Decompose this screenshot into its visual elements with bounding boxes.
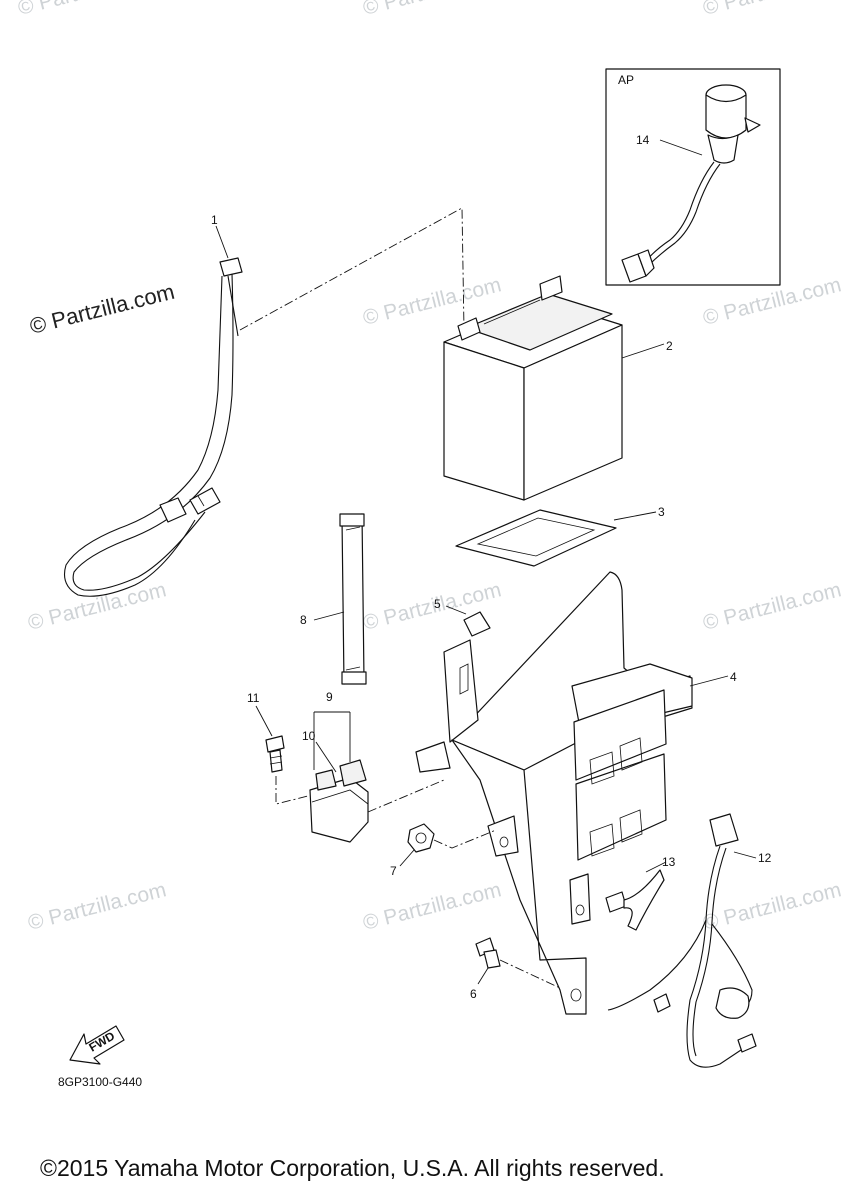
bolt-part-11 bbox=[265, 735, 285, 773]
fwd-arrow-icon: FWD bbox=[69, 1025, 125, 1065]
watermark: © Partzilla.com bbox=[361, 0, 504, 20]
callout-5: 5 bbox=[434, 597, 441, 611]
leader-1 bbox=[215, 225, 229, 259]
wire-harness-part-1 bbox=[63, 257, 243, 597]
callout-6: 6 bbox=[470, 987, 477, 1001]
bolt-part-6 bbox=[475, 937, 501, 969]
callout-9: 9 bbox=[326, 690, 333, 704]
battery-part-2 bbox=[443, 275, 623, 501]
connection-line-7 bbox=[433, 829, 497, 849]
sub-harness-part-12 bbox=[607, 813, 757, 1068]
leader-11 bbox=[255, 705, 273, 737]
connection-line-9-4 bbox=[367, 779, 445, 813]
leader-6 bbox=[477, 967, 489, 985]
watermark: © Partzilla.com bbox=[16, 0, 159, 20]
copyright-notice: ©2015 Yamaha Motor Corporation, U.S.A. A… bbox=[40, 1155, 665, 1181]
leader-14 bbox=[659, 139, 703, 156]
partzilla-brand-watermark: © Partzilla.com bbox=[27, 279, 177, 339]
callout-4: 4 bbox=[730, 670, 737, 684]
leader-2 bbox=[621, 343, 665, 359]
leader-12 bbox=[733, 851, 757, 859]
leader-10 bbox=[315, 741, 337, 773]
battery-strap-part-8 bbox=[339, 513, 367, 685]
watermark: © Partzilla.com bbox=[361, 878, 504, 935]
nut-part-7 bbox=[407, 823, 435, 853]
callout-13: 13 bbox=[662, 855, 676, 869]
connection-line-6 bbox=[499, 959, 561, 989]
cable-tie-part-13 bbox=[605, 869, 665, 931]
accessory-socket-part bbox=[621, 84, 761, 283]
battery-pad-part-3 bbox=[455, 509, 617, 567]
starter-relay-part-9 bbox=[309, 759, 369, 843]
diagram-code: 8GP3100-G440 bbox=[58, 1075, 142, 1089]
inset-label: AP bbox=[618, 73, 634, 87]
callout-3: 3 bbox=[658, 505, 665, 519]
inset-ap: AP 14 bbox=[605, 68, 781, 286]
watermark: © Partzilla.com bbox=[26, 578, 169, 635]
callout-14: 14 bbox=[636, 133, 650, 147]
callout-10: 10 bbox=[302, 729, 316, 743]
leader-13 bbox=[645, 861, 667, 873]
callout-11: 11 bbox=[247, 691, 260, 705]
callout-1: 1 bbox=[211, 213, 218, 227]
connection-line-11 bbox=[275, 776, 317, 805]
leader-8 bbox=[313, 611, 345, 621]
callout-7: 7 bbox=[390, 864, 397, 878]
watermark: © Partzilla.com bbox=[701, 878, 843, 935]
callout-8: 8 bbox=[300, 613, 307, 627]
battery-box-part-4 bbox=[415, 571, 693, 1015]
leader-4 bbox=[689, 675, 729, 687]
leader-7 bbox=[399, 849, 415, 867]
watermark: © Partzilla.com bbox=[701, 578, 843, 635]
callout-2: 2 bbox=[666, 339, 673, 353]
callout-12: 12 bbox=[758, 851, 772, 865]
watermark: © Partzilla.com bbox=[701, 0, 843, 20]
watermark: © Partzilla.com bbox=[26, 878, 169, 935]
inset-frame bbox=[605, 68, 781, 286]
label-part-5 bbox=[463, 611, 491, 637]
leader-3 bbox=[613, 511, 657, 521]
leader-5 bbox=[445, 605, 467, 615]
